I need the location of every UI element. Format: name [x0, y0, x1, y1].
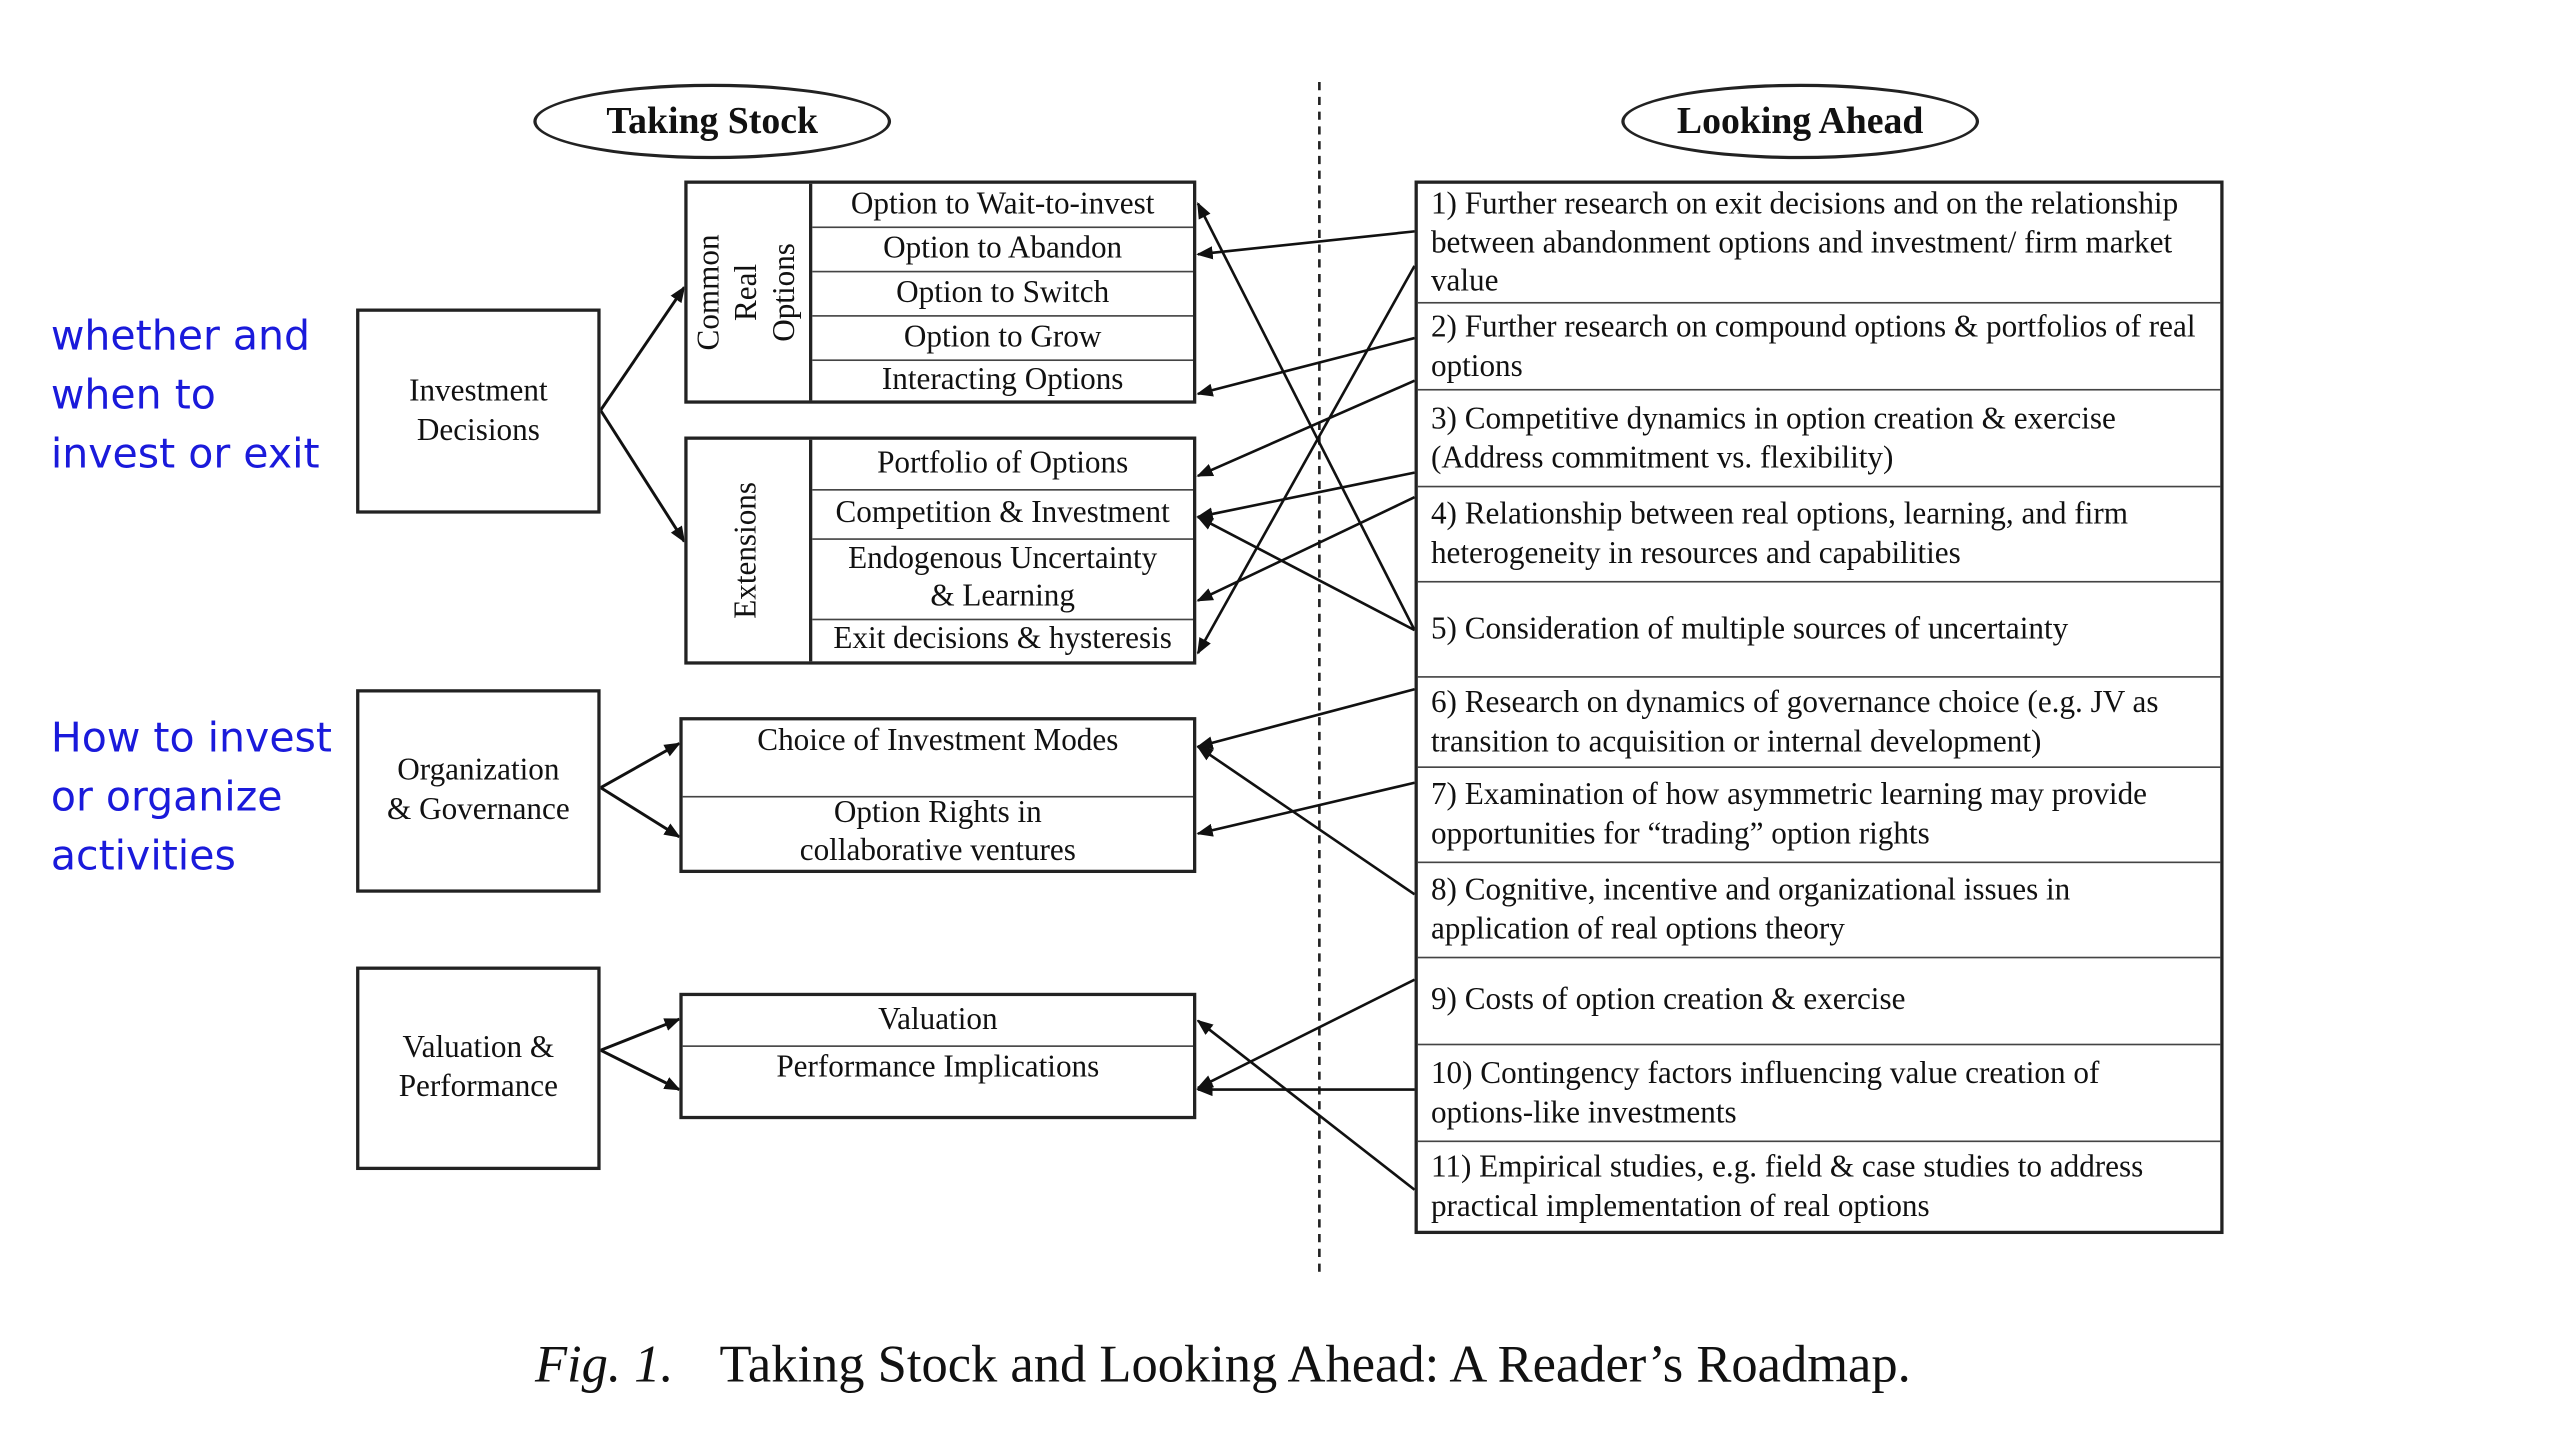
- topic-option-grow: Option to Grow: [812, 315, 1194, 359]
- topic-exit-decisions: Exit decisions & hysteresis: [812, 618, 1194, 662]
- connector-arrow: [1196, 978, 1416, 1090]
- extensions-group: Extensions Portfolio of Options Competit…: [684, 436, 1197, 665]
- topic-portfolio-of-options: Portfolio of Options: [877, 445, 1129, 481]
- connector-arrow: [1196, 1019, 1416, 1191]
- research-item-4: 4) Relationship between real options, le…: [1417, 485, 2221, 581]
- topic-option-wait-to-invest: Option to Wait-to-invest: [850, 186, 1155, 221]
- figure-title: Taking Stock and Looking Ahead: A Reader…: [719, 1334, 1911, 1394]
- topic-option-rights: Option Rights in collaborative ventures: [682, 795, 1194, 870]
- connector-arrow: [1196, 379, 1416, 478]
- topic-valuation: Valuation: [878, 1001, 998, 1037]
- connector-arrow: [599, 285, 686, 412]
- research-item-7: 7) Examination of how asymmetric learnin…: [1417, 766, 2221, 861]
- topic-performance-implications: Performance Implications: [682, 1045, 1194, 1116]
- connector-arrow: [600, 1017, 681, 1052]
- looking-ahead-header: Looking Ahead: [1621, 83, 1980, 160]
- research-item-8: 8) Cognitive, incentive and organization…: [1417, 861, 2221, 957]
- topic-interacting-options: Interacting Options: [812, 359, 1194, 400]
- connector-arrow: [1196, 336, 1415, 397]
- taking-stock-header: Taking Stock: [533, 83, 892, 160]
- common-real-options-label: Common Real Options: [688, 183, 813, 401]
- common-real-options-group: Common Real Options Option to Wait-to-in…: [684, 180, 1197, 404]
- connector-arrow: [1196, 781, 1415, 837]
- topic-option-abandon: Option to Abandon: [812, 226, 1194, 270]
- research-item-10: 10) Contingency factors influencing valu…: [1417, 1043, 2221, 1141]
- investment-decisions-box: Investment Decisions: [356, 308, 601, 514]
- annotation-invest-or-exit: whether and when to invest or exit: [50, 311, 320, 478]
- valuation-performance-box: Valuation & Performance: [356, 966, 601, 1171]
- topic-endogenous-uncertainty: Endogenous Uncertainty & Learning: [812, 538, 1194, 618]
- figure-caption: Fig. 1. Taking Stock and Looking Ahead: A…: [535, 1334, 1911, 1395]
- connector-arrow: [1196, 687, 1415, 750]
- topic-competition-investment: Competition & Investment: [812, 489, 1194, 538]
- valuation-topics-group: Valuation Performance Implications: [679, 992, 1197, 1120]
- connector-arrow: [599, 742, 681, 789]
- figure-number: Fig. 1.: [534, 1334, 674, 1394]
- connector-arrow: [1196, 230, 1415, 260]
- organization-governance-box: Organization & Governance: [356, 689, 601, 893]
- connector-arrow: [1196, 202, 1416, 631]
- topic-choice-investment-modes: Choice of Investment Modes: [757, 723, 1119, 759]
- connector-arrow: [1196, 496, 1416, 602]
- connector-arrow: [1196, 515, 1416, 632]
- topic-option-switch: Option to Switch: [812, 270, 1194, 315]
- annotation-organize-activities: How to invest or organize activities: [50, 713, 333, 880]
- connector-arrow: [599, 1048, 681, 1091]
- connector-arrow: [1196, 745, 1416, 896]
- connector-arrow: [599, 786, 681, 839]
- research-item-11: 11) Empirical studies, e.g. field & case…: [1417, 1140, 2221, 1230]
- research-item-3: 3) Competitive dynamics in option creati…: [1417, 388, 2221, 486]
- research-item-5: 5) Consideration of multiple sources of …: [1417, 580, 2221, 676]
- research-agenda-table: 1) Further research on exit decisions an…: [1414, 180, 2224, 1235]
- research-item-1: 1) Further research on exit decisions an…: [1430, 187, 2179, 300]
- connector-arrow: [1196, 471, 1415, 521]
- research-item-2: 2) Further research on compound options …: [1417, 301, 2221, 389]
- research-item-9: 9) Costs of option creation & exercise: [1417, 956, 2221, 1044]
- governance-topics-group: Choice of Investment Modes Option Rights…: [679, 717, 1197, 874]
- connector-arrow: [1196, 265, 1416, 655]
- extensions-label: Extensions: [688, 439, 813, 662]
- connector-arrow: [599, 409, 686, 543]
- research-item-6: 6) Research on dynamics of governance ch…: [1417, 676, 2221, 766]
